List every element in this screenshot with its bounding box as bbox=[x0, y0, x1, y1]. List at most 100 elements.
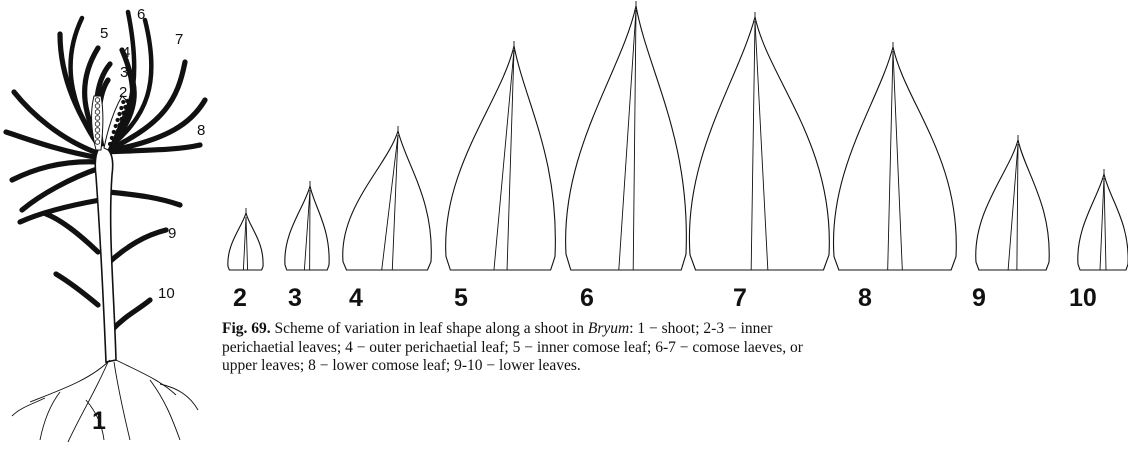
leaf-outline bbox=[688, 16, 830, 271]
antheridium bbox=[119, 105, 124, 111]
antheridium bbox=[123, 104, 128, 110]
antheridium bbox=[111, 140, 117, 146]
leaf-outline bbox=[832, 46, 957, 271]
antheridium bbox=[115, 117, 120, 123]
shoot-leaf bbox=[43, 211, 101, 255]
leaf-number: 5 bbox=[454, 284, 468, 312]
rhizoid bbox=[115, 359, 177, 396]
shoot-leaf-label: 9 bbox=[168, 225, 176, 242]
leaf-costa bbox=[1099, 177, 1105, 271]
antheridium bbox=[113, 123, 118, 129]
leaf-outline bbox=[342, 130, 432, 271]
leaf-costa bbox=[303, 189, 311, 271]
caption-genus: Bryum bbox=[587, 320, 630, 337]
figure-caption: Fig. 69. Scheme of variation in leaf sha… bbox=[222, 320, 1128, 376]
leaf-costa bbox=[242, 216, 247, 271]
leaf-number: 10 bbox=[1069, 284, 1097, 312]
leaf-outline bbox=[565, 5, 687, 271]
archegonium-cell bbox=[94, 115, 101, 121]
rhizoid bbox=[11, 397, 46, 417]
antheridium bbox=[119, 116, 124, 122]
antheridium bbox=[121, 110, 126, 116]
leaf-2 bbox=[227, 208, 264, 271]
leaf-costa bbox=[618, 9, 637, 271]
archegonium-cell bbox=[94, 97, 101, 103]
rhizoid bbox=[29, 359, 111, 403]
rhizoid bbox=[67, 361, 109, 443]
leaf-number: 6 bbox=[580, 284, 594, 312]
caption-text-b: : 1 − shoot; 2-3 − inner bbox=[629, 320, 773, 337]
shoot-leaf-label: 3 bbox=[120, 64, 128, 81]
archegonium-cell bbox=[94, 103, 101, 109]
leaf-7 bbox=[688, 12, 830, 271]
shoot-leaf bbox=[11, 89, 103, 157]
leaf-9 bbox=[975, 135, 1050, 271]
caption-text-a: Scheme of variation in leaf shape along … bbox=[270, 320, 588, 337]
shoot-leaf bbox=[9, 159, 103, 183]
shoot-stem bbox=[94, 144, 117, 363]
caption-line-2: perichaetial leaves; 4 − outer perichaet… bbox=[222, 338, 803, 356]
shoot-leaf bbox=[100, 142, 203, 155]
leaf-costa bbox=[887, 50, 894, 271]
archegonium-cell bbox=[94, 121, 101, 127]
shoot-leaf bbox=[109, 297, 153, 333]
antheridium bbox=[117, 111, 122, 117]
leaf-6 bbox=[565, 1, 687, 271]
archegonium-cell bbox=[94, 139, 101, 145]
shoot-leaf bbox=[3, 129, 103, 161]
shoot-leaf-label: 8 bbox=[197, 122, 205, 139]
leaf-costa bbox=[892, 50, 903, 271]
leaf-costa bbox=[381, 134, 399, 271]
leaf-costa bbox=[754, 20, 769, 271]
leaf-costa bbox=[1007, 143, 1019, 271]
rhizoid bbox=[113, 361, 131, 441]
leaf-4 bbox=[342, 126, 432, 271]
shoot-leaf bbox=[19, 165, 103, 213]
leaf-costa bbox=[493, 49, 515, 271]
rhizoid bbox=[85, 399, 105, 441]
antheridium bbox=[113, 134, 118, 140]
shoot-leaf bbox=[105, 189, 183, 208]
leaf-outline bbox=[975, 139, 1050, 271]
shoot-leaf-label: 5 bbox=[100, 25, 108, 42]
archegonium-cell bbox=[94, 109, 101, 115]
shoot-leaf-label: 6 bbox=[137, 6, 145, 23]
rhizoid bbox=[149, 379, 181, 441]
leaf-costa bbox=[750, 20, 756, 271]
antheridium bbox=[107, 141, 113, 147]
shoot-number: 1 bbox=[92, 407, 106, 435]
leaf-10 bbox=[1077, 169, 1128, 271]
shoot-leaf bbox=[100, 97, 208, 155]
leaf-number: 9 bbox=[972, 284, 986, 312]
shoot-leaf bbox=[100, 59, 188, 155]
leaf-outline bbox=[1077, 173, 1128, 271]
leaf-number: 2 bbox=[233, 284, 247, 312]
antheridium bbox=[109, 135, 114, 141]
antheridium bbox=[111, 129, 116, 135]
leaf-3 bbox=[284, 181, 330, 271]
shoot-leaf-label: 7 bbox=[175, 31, 183, 48]
leaf-costa bbox=[1016, 143, 1019, 271]
leaf-sequence bbox=[227, 1, 1128, 271]
leaf-outline bbox=[227, 212, 264, 271]
leaf-costa bbox=[1103, 177, 1107, 271]
leaf-outline bbox=[284, 185, 330, 271]
shoot-leaf bbox=[17, 197, 103, 225]
leaf-costa bbox=[245, 216, 249, 271]
shoot-leaf-label: 10 bbox=[158, 285, 175, 302]
antheridium bbox=[121, 99, 126, 105]
perichaetium-organs bbox=[91, 95, 130, 151]
leaf-number: 8 bbox=[858, 284, 872, 312]
antheridium bbox=[117, 122, 122, 128]
leaf-costa bbox=[506, 49, 515, 271]
rhizoid bbox=[159, 383, 199, 411]
caption-line-3: upper leaves; 8 − lower comose leaf; 9-1… bbox=[222, 357, 581, 375]
leaf-8 bbox=[832, 42, 957, 271]
stem-outline bbox=[94, 144, 117, 363]
shoot-leaf bbox=[53, 271, 101, 308]
archegonium-cell bbox=[94, 133, 101, 139]
